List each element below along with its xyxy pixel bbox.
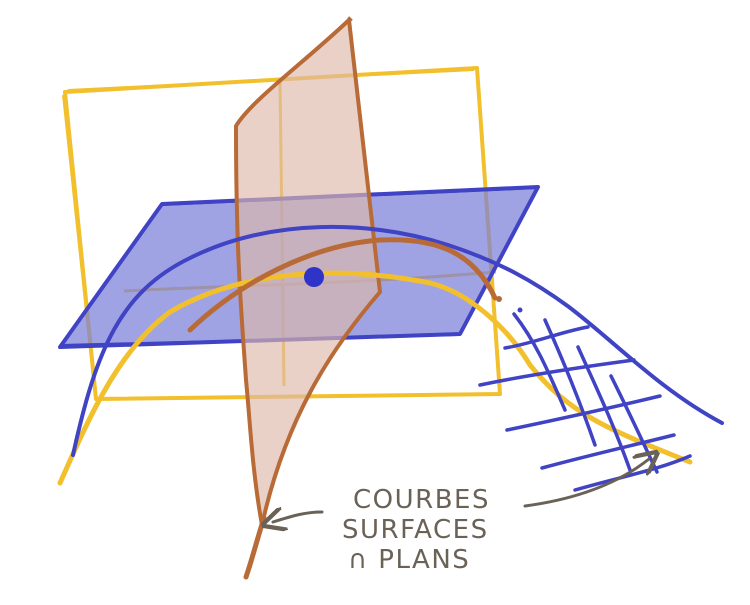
label-line-3: ∩ PLANS — [348, 545, 470, 575]
label-line-2: SURFACES — [342, 515, 489, 545]
intersection-point — [304, 267, 324, 287]
left-arrow — [273, 512, 324, 522]
plane-surface-intersection-curve — [187, 237, 523, 333]
label-line-1: COURBES — [353, 485, 490, 515]
curve-on-surface — [57, 224, 724, 486]
right-arrow — [523, 459, 649, 508]
